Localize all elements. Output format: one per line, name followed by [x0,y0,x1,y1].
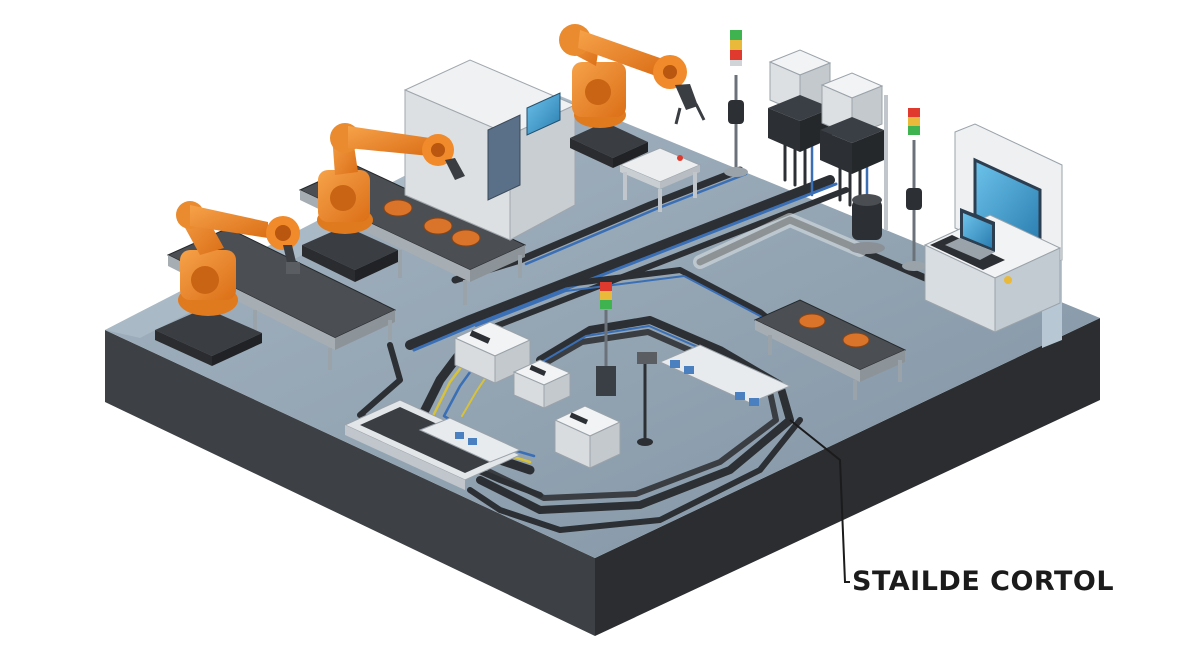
tray-housing-side [345,425,465,490]
part-5 [842,332,870,348]
cable-lower-loop-blue [534,325,717,367]
conveyor-right [753,299,907,400]
part-2 [423,217,453,235]
part-4 [798,313,826,329]
cable-loop-right [467,267,773,323]
robot-arm-icon-3 [559,24,706,168]
junction-box-2 [512,359,572,409]
cabinet-drops [783,133,862,212]
pedestal-table [618,147,702,212]
cable-outer-loop [467,417,803,533]
callout-leader-line [789,419,850,583]
junction-box-1 [453,321,532,384]
cable-tray-housing [343,399,522,490]
sensor-post [637,352,657,446]
cable-loop-right-blue [475,275,765,327]
floor-side-right [595,318,1100,636]
cnc-screen [526,92,561,136]
cable-lower-loop-2 [487,329,779,501]
signal-tower-icon-2 [902,108,926,271]
part-1 [383,199,413,217]
control-station-icon [923,123,1063,348]
signal-tower-icon-3 [596,282,616,396]
cnc-door-window [487,114,521,201]
cable-lower-loop [476,316,794,514]
robot-arm-icon-2 [302,123,465,282]
terminal-strip-1 [658,344,792,406]
cable-right-tray [693,213,867,269]
cable-upper-run-blue [524,172,748,266]
cable-trunk-main-blue [412,182,838,352]
floor-side-left [105,330,595,636]
tray-housing-inner [360,407,505,473]
robot-arm-icon-1 [155,201,300,366]
signal-tower-icon-1 [724,30,748,177]
junction-box-3 [553,405,622,469]
cable-trunk-main-2 [483,187,849,333]
electrical-cabinet-icon-2 [820,72,888,230]
laptop-icon [945,208,995,260]
callout-label: STAILDE CORTOL [852,566,1115,597]
terminal-strip-2 [418,417,522,463]
part-3 [451,229,481,247]
drive-unit [849,194,885,254]
junction-boxes [418,321,792,469]
cnc-machine-icon [403,59,577,241]
